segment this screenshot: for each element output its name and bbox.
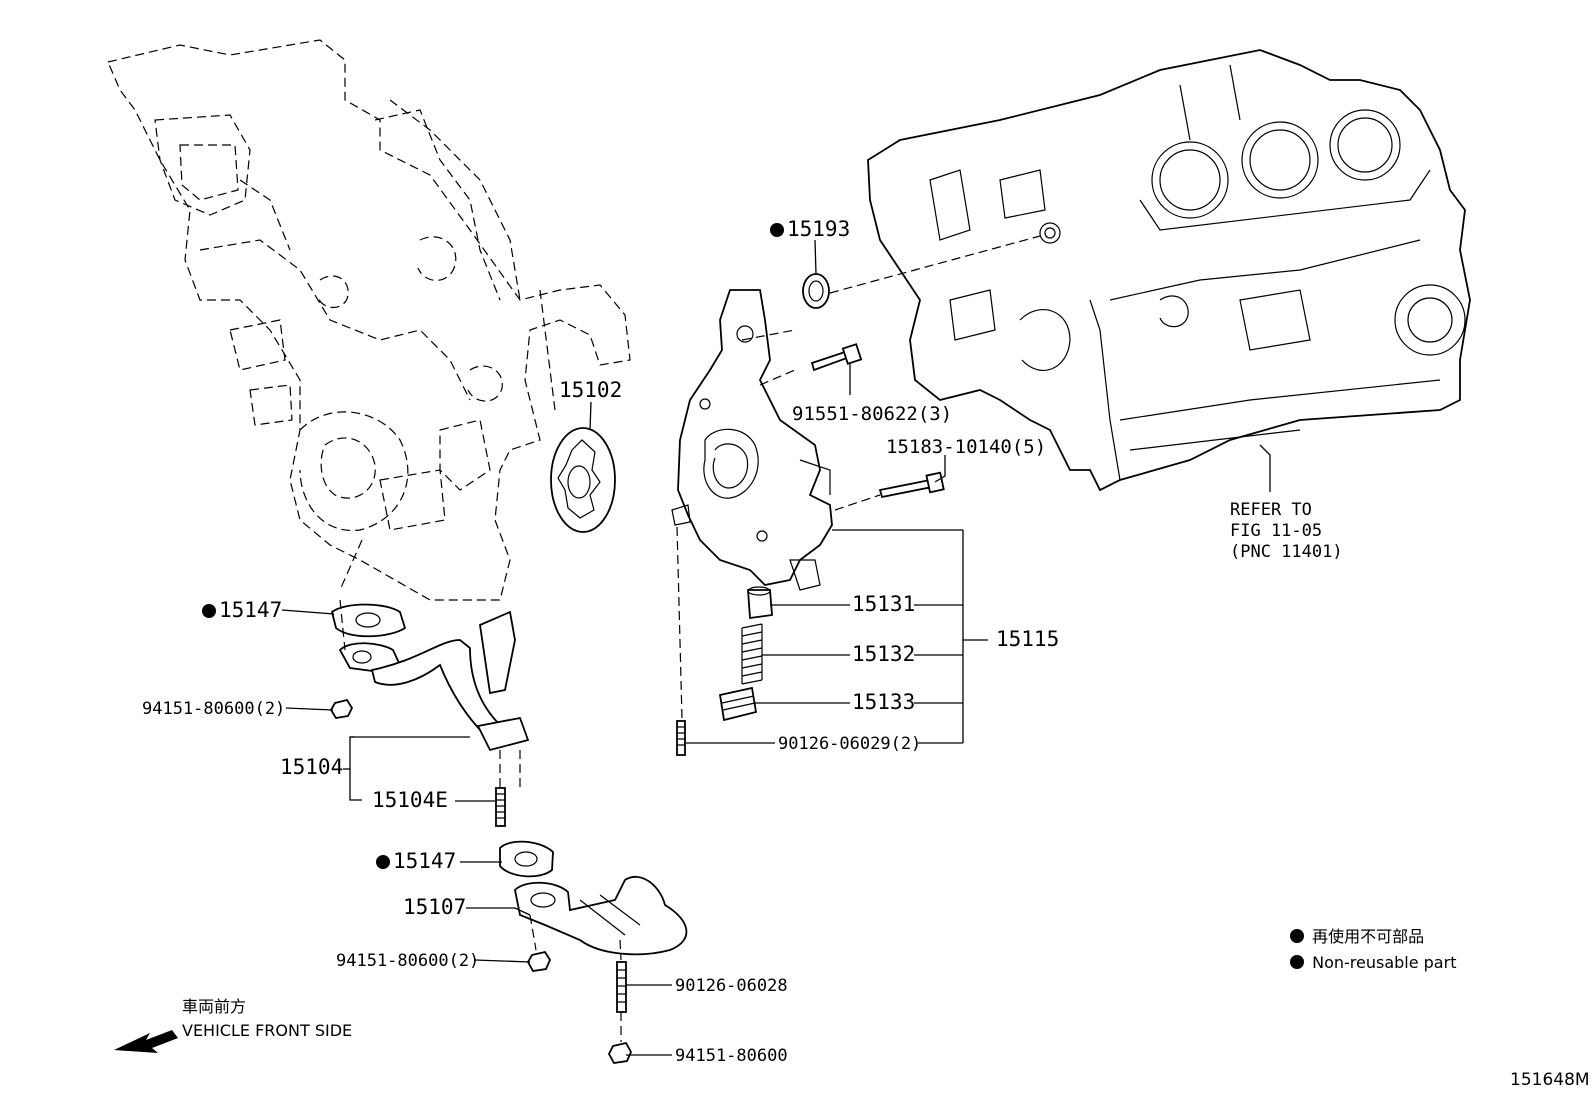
non-reusable-dot-icon [1290, 955, 1304, 969]
callout-15147-upper: 15147 [202, 600, 282, 621]
gasket-15147-lower [499, 840, 554, 878]
nut-94151-upper [329, 698, 354, 719]
nut-94151-lower [607, 1041, 633, 1064]
oil-strainer-pipe [338, 610, 530, 752]
callout-15147-lower: 15147 [376, 851, 456, 872]
callout-91551: 91551-80622(3) [792, 403, 953, 425]
callout-15131: 15131 [852, 592, 916, 616]
relief-plug-15133 [718, 686, 758, 722]
figure-number: 151648M [1510, 1070, 1590, 1090]
relief-spring-15132 [741, 623, 763, 685]
legend-jp: 再使用不可部品 [1290, 927, 1424, 947]
leader-lines [281, 239, 1271, 1056]
vehicle-front-jp: 車両前方 [182, 997, 247, 1016]
callout-94151-upper: 94151-80600(2) [142, 699, 286, 719]
alignment-lines [339, 235, 1041, 1042]
callout-15193: 15193 [770, 219, 850, 240]
callout-90126-06028: 90126-06028 [675, 976, 788, 996]
oil-strainer [514, 875, 688, 956]
o-ring [802, 273, 830, 309]
nut-94151-middle [526, 950, 552, 972]
timing-cover-outline [107, 39, 631, 601]
vehicle-front-en: VEHICLE FRONT SIDE [182, 1021, 353, 1040]
non-reusable-dot-icon [1290, 929, 1304, 943]
stud-90126-06029 [676, 720, 686, 756]
oil-pump-rotor [550, 427, 616, 533]
callout-15104: 15104 [280, 755, 344, 779]
oil-pump-body [671, 289, 833, 591]
callout-94151-middle: 94151-80600(2) [336, 951, 480, 971]
gasket-15147-upper [330, 603, 407, 638]
stud-15104e [495, 787, 506, 827]
callout-94151-lower: 94151-80600 [675, 1046, 788, 1066]
bolt-15183 [878, 471, 945, 499]
bolt-91551 [810, 343, 863, 372]
callout-15115: 15115 [996, 627, 1060, 651]
non-reusable-dot-icon [770, 223, 784, 237]
callout-90126-06029: 90126-06029(2) [778, 734, 922, 754]
refer-line-1: REFER TO [1230, 500, 1312, 520]
legend-en: Non-reusable part [1290, 953, 1456, 973]
refer-line-3: (PNC 11401) [1230, 542, 1343, 562]
non-reusable-dot-icon [376, 855, 390, 869]
non-reusable-dot-icon [202, 604, 216, 618]
callout-15104e: 15104E [372, 788, 448, 812]
stud-90126-06028 [616, 961, 627, 1013]
callout-15102: 15102 [559, 378, 623, 402]
callout-15107: 15107 [403, 895, 467, 919]
callout-15183: 15183-10140(5) [886, 436, 1047, 458]
vehicle-front-arrow-icon [114, 1030, 178, 1053]
callout-15133: 15133 [852, 690, 916, 714]
refer-note: REFER TO FIG 11-05 (PNC 11401) [1230, 500, 1343, 563]
callout-15132: 15132 [852, 642, 916, 666]
refer-line-2: FIG 11-05 [1230, 521, 1323, 541]
relief-valve-15131 [747, 586, 773, 620]
cylinder-block [867, 49, 1471, 492]
